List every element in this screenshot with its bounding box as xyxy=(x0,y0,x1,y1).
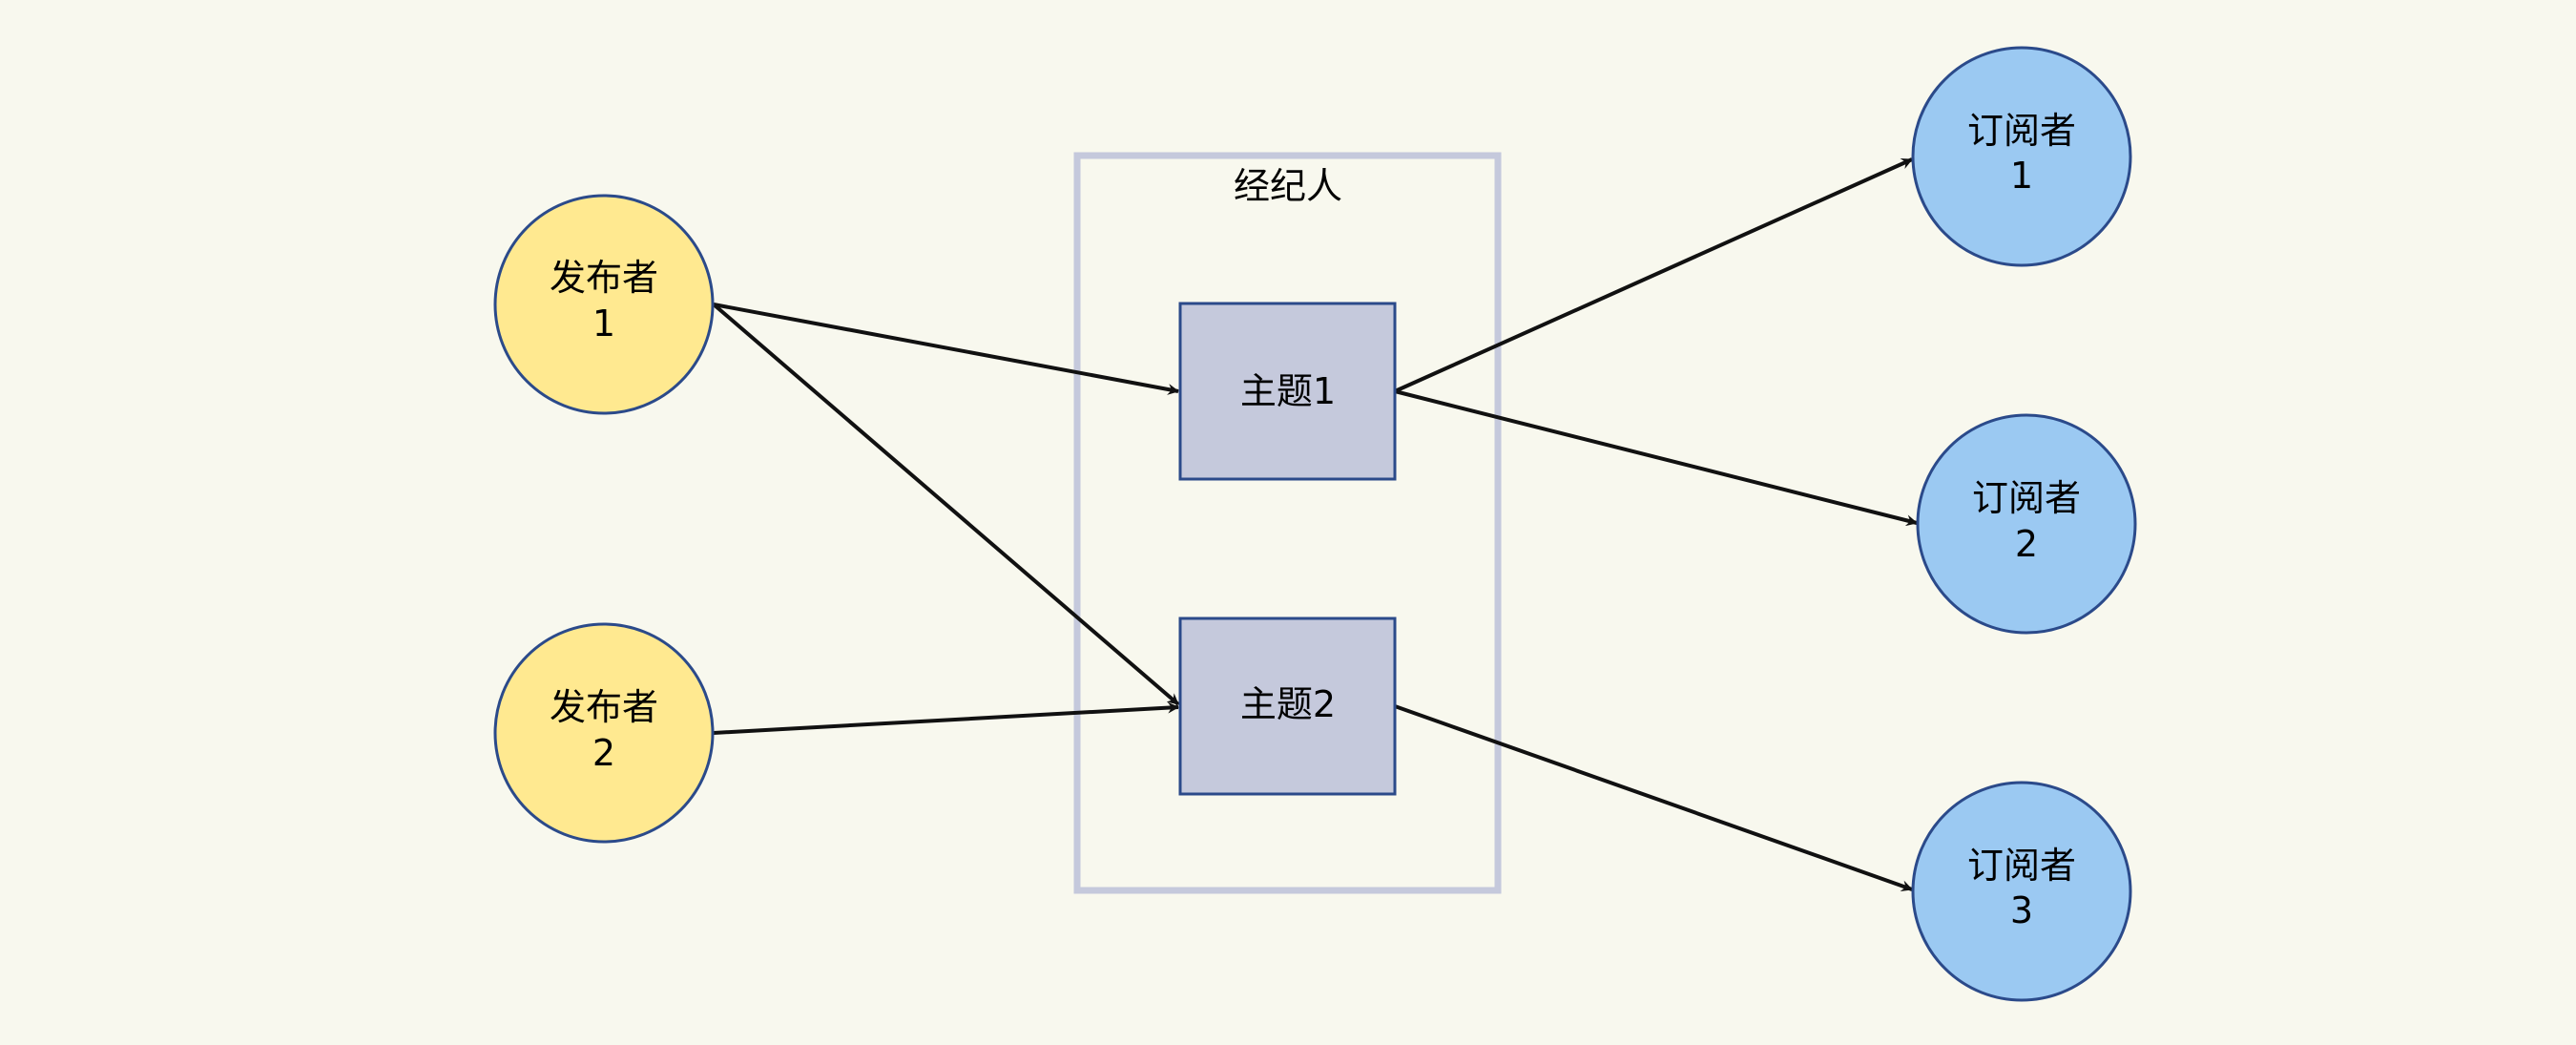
publisher-number: 2 xyxy=(592,732,615,774)
topic-node: 主题2 xyxy=(1178,617,1397,796)
subscriber-node: 订阅者 2 xyxy=(1916,413,2137,635)
publisher-node: 发布者 1 xyxy=(493,194,715,415)
edges-layer xyxy=(712,157,1918,891)
edge-topic1-sub1 xyxy=(1394,157,1913,393)
broker-label: 经纪人 xyxy=(1234,165,1342,207)
publisher-label: 发布者 xyxy=(550,257,658,299)
edge-topic1-sub2 xyxy=(1394,389,1918,527)
subscriber-label: 订阅者 xyxy=(1967,110,2076,152)
edge-pub1-topic1 xyxy=(713,303,1179,395)
topic-node: 主题1 xyxy=(1178,302,1397,481)
edge-pub1-topic2 xyxy=(712,303,1180,706)
subscriber-number: 1 xyxy=(2010,155,2033,197)
edge-pub2-topic2 xyxy=(713,701,1179,735)
subscriber-node: 订阅者 3 xyxy=(1911,781,2132,1002)
publisher-node: 发布者 2 xyxy=(493,622,715,844)
publisher-number: 1 xyxy=(592,303,615,345)
subscriber-number: 3 xyxy=(2010,889,2033,931)
topic-label: 主题2 xyxy=(1240,683,1336,725)
topic-label: 主题1 xyxy=(1240,370,1336,412)
publisher-label: 发布者 xyxy=(550,686,658,728)
broker-container: 经纪人 xyxy=(1073,152,1502,894)
edge-topic2-sub3 xyxy=(1394,704,1913,891)
subscriber-number: 2 xyxy=(2015,523,2038,565)
subscriber-label: 订阅者 xyxy=(1967,845,2076,887)
subscriber-label: 订阅者 xyxy=(1972,477,2081,519)
subscriber-node: 订阅者 1 xyxy=(1911,46,2132,267)
